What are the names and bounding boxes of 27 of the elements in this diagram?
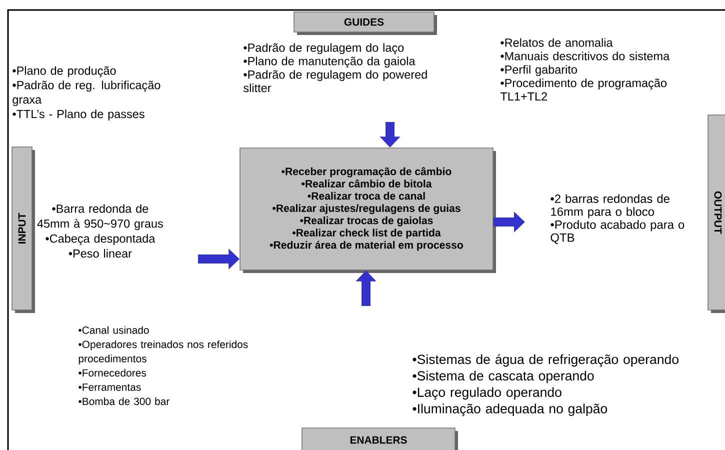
list-item: •Bomba de 300 bar: [78, 397, 170, 406]
process-box: •Receber programação de câmbio •Realizar câmbio de bitola •Realizar troca de canal •Realizar ajustes/regulagens de guias •Realizar trocas de gaiolas •Realizar check list de partida •Reduzir área de material em processo: [240, 148, 496, 273]
list-item: •Perfil gabarito: [500, 65, 577, 76]
list-item: •Relatos de anomalia: [500, 38, 613, 47]
list-item: •Fornecedores: [78, 368, 146, 377]
list-item: •Canal usinado: [78, 326, 149, 334]
list-item: •Procedimento de programação TL1+TL2: [500, 78, 666, 100]
header-box: ENABLERS: [302, 428, 458, 450]
list-item: •Iluminação adequada no galpão: [412, 404, 608, 416]
list-item: •Peso linear: [68, 249, 132, 258]
list-item: •Padrão de regulagem do powered slitter: [244, 70, 427, 92]
list-item: •Padrão de regulagem do laço: [244, 43, 404, 54]
list-item: •Sistemas de água de refrigeração operando: [412, 354, 678, 367]
list-item: •Plano de manutenção da gaiola: [244, 56, 416, 68]
list-item: •Produto acabado para o QTB: [550, 220, 684, 244]
list-item: •Laço regulado operando: [412, 387, 562, 400]
list-item: •Manuais descritivos do sistema: [500, 52, 670, 60]
header-box: GUIDES: [294, 12, 437, 35]
header-box: INPUT: [12, 146, 35, 313]
list-item: •Ferramentas: [78, 384, 141, 391]
list-item: •TTL’s - Plano de passes: [12, 110, 144, 120]
list-item: •Operadores treinados nos referidos procedimentos: [78, 340, 248, 364]
list-item: •Padrão de reg. lubrificação graxa: [12, 80, 160, 106]
list-item: •2 barras redondas de 16mm para o bloco: [550, 194, 670, 218]
header-box: OUTPUT: [708, 114, 725, 313]
list-item: •Sistema de cascata operando: [412, 370, 594, 384]
list-item: •Plano de produção: [12, 66, 116, 78]
